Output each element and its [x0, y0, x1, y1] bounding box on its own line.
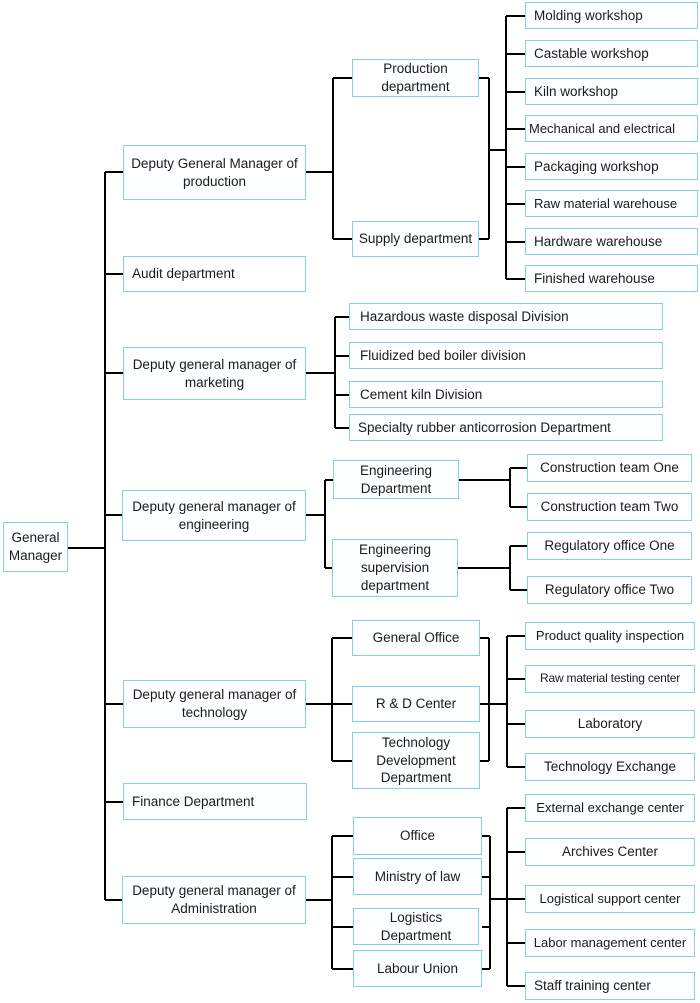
node-deputy-administration: Deputy general manager of Administration [122, 876, 306, 924]
node-staff-training-center: Staff training center [525, 972, 695, 1000]
node-general-office: General Office [352, 620, 480, 656]
node-archives-center: Archives Center [525, 838, 695, 866]
node-specialty-rubber-anticorrosion-department: Specialty rubber anticorrosion Departmen… [349, 414, 663, 441]
node-kiln-workshop: Kiln workshop [525, 78, 698, 105]
node-engineering-supervision-department: Engineering supervision department [332, 539, 458, 597]
node-audit-department: Audit department [123, 256, 306, 292]
node-deputy-marketing: Deputy general manager of marketing [123, 347, 306, 400]
node-labour-union: Labour Union [353, 950, 482, 987]
node-cement-kiln-division: Cement kiln Division [349, 381, 663, 408]
node-mechanical-and-electrical: Mechanical and electrical [525, 115, 698, 142]
node-fluidized-bed-boiler-division: Fluidized bed boiler division [349, 342, 663, 369]
node-castable-workshop: Castable workshop [525, 40, 698, 67]
node-general-manager: General Manager [3, 522, 68, 572]
node-technology-exchange: Technology Exchange [525, 753, 695, 781]
node-external-exchange-center: External exchange center [525, 794, 695, 822]
node-deputy-production: Deputy General Manager of production [123, 145, 306, 200]
node-regulatory-office-one: Regulatory office One [527, 532, 692, 560]
node-raw-material-warehouse: Raw material warehouse [525, 190, 698, 217]
node-product-quality-inspection: Product quality inspection [525, 622, 695, 650]
node-hazardous-waste-disposal-division: Hazardous waste disposal Division [349, 303, 663, 330]
node-logistical-support-center: Logistical support center [525, 885, 695, 913]
node-laboratory: Laboratory [525, 710, 695, 738]
node-packaging-workshop: Packaging workshop [525, 153, 698, 180]
node-raw-material-testing-center: Raw material testing center [525, 665, 695, 693]
node-construction-team-one: Construction team One [527, 454, 692, 482]
node-hardware-warehouse: Hardware warehouse [525, 228, 698, 255]
node-regulatory-office-two: Regulatory office Two [527, 576, 692, 604]
node-engineering-department: Engineering Department [333, 460, 459, 499]
node-deputy-engineering: Deputy general manager of engineering [122, 490, 306, 541]
node-deputy-technology: Deputy general manager of technology [123, 680, 306, 728]
node-finance-department: Finance Department [123, 783, 307, 820]
node-molding-workshop: Molding workshop [525, 2, 698, 29]
node-construction-team-two: Construction team Two [527, 493, 692, 521]
node-ministry-of-law: Ministry of law [353, 858, 482, 895]
node-production-department: Production department [352, 59, 479, 97]
node-technology-development-department: Technology Development Department [352, 732, 480, 789]
node-supply-department: Supply department [352, 221, 479, 257]
node-office: Office [353, 817, 482, 855]
node-rd-center: R & D Center [352, 686, 480, 722]
node-labor-management-center: Labor management center [525, 929, 695, 957]
node-logistics-department: Logistics Department [353, 908, 479, 945]
node-finished-warehouse: Finished warehouse [525, 265, 698, 292]
